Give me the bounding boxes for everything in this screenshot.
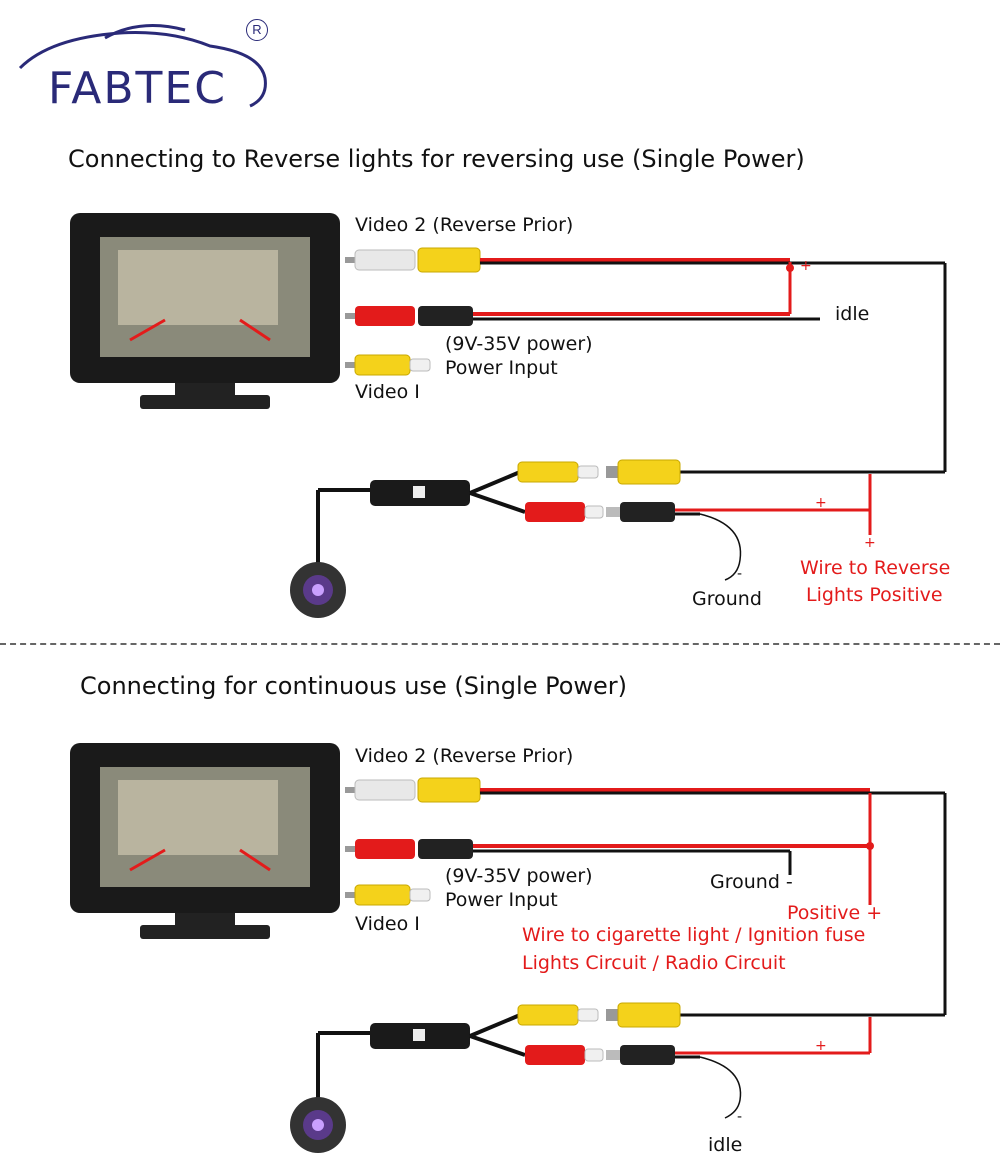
brand-logo: FABTEC R: [10, 8, 280, 114]
plus-low: +: [815, 1038, 827, 1054]
power-connector: [345, 262, 820, 326]
registered-mark: R: [246, 19, 268, 41]
wire-label-line2: Lights Positive: [806, 584, 943, 606]
camera-power-plug: [606, 1017, 872, 1119]
idle-label: idle: [708, 1134, 743, 1156]
ground-label: Ground: [692, 588, 762, 610]
wire-label-line2: Lights Circuit / Radio Circuit: [522, 952, 786, 974]
camera-video-plug: [606, 459, 681, 485]
video2-label: Video 2 (Reverse Prior): [355, 745, 574, 767]
section1-title: Connecting to Reverse lights for reversi…: [68, 145, 805, 173]
video1-label: Video I: [355, 381, 420, 403]
monitor: [70, 213, 340, 409]
plus-top: +: [800, 258, 812, 274]
power-input-label: Power Input: [445, 357, 558, 379]
wiring-diagram-2: [70, 743, 947, 1153]
logo-wordmark: FABTEC: [48, 63, 227, 114]
camera-assembly: [290, 461, 604, 618]
idle-label: idle: [835, 303, 870, 325]
minus-sign: -: [737, 566, 743, 582]
video1-connector: [345, 354, 431, 376]
video1-connector: [345, 884, 431, 906]
camera-assembly: [290, 1004, 604, 1153]
video2-connector: [345, 247, 945, 273]
section2-title: Connecting for continuous use (Single Po…: [80, 672, 628, 700]
monitor: [70, 743, 340, 939]
video1-label: Video I: [355, 913, 420, 935]
power-input-label: Power Input: [445, 889, 558, 911]
wire-label-line1: Wire to cigarette light / Ignition fuse: [522, 924, 866, 946]
plus-low: +: [864, 535, 876, 551]
plus-mid: +: [815, 495, 827, 511]
wire-label-line1: Wire to Reverse: [800, 557, 951, 579]
positive-label: Positive +: [787, 902, 883, 924]
section-divider: [0, 643, 1000, 645]
camera-video-plug: [606, 1002, 681, 1028]
minus-sign: -: [737, 1109, 743, 1125]
power-range-label: (9V-35V power): [445, 865, 593, 887]
logo-car-swoosh: [18, 24, 267, 108]
wiring-diagram-1: [70, 213, 947, 618]
ground-label: Ground -: [710, 871, 793, 893]
section-reverse-lights: Connecting to Reverse lights for reversi…: [0, 0, 1000, 618]
video2-connector: [345, 777, 945, 803]
power-range-label: (9V-35V power): [445, 333, 593, 355]
power-connector: [345, 793, 874, 905]
video2-label: Video 2 (Reverse Prior): [355, 214, 574, 236]
section-continuous: Connecting for continuous use (Single Po…: [0, 650, 1000, 1169]
camera-power-plug: [606, 474, 872, 581]
